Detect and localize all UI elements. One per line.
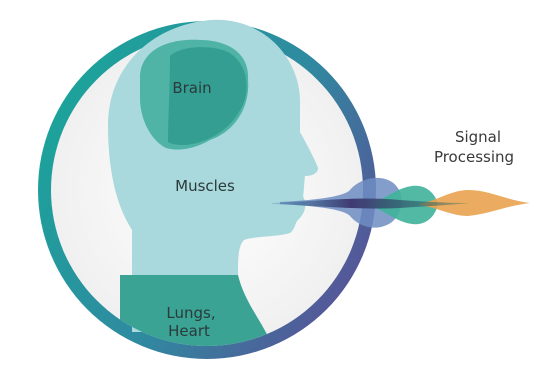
signal-label-line1: Signal (455, 128, 501, 146)
signal-label-line2: Processing (434, 148, 514, 166)
lungs-label-line1: Lungs, (166, 304, 215, 322)
muscles-label: Muscles (175, 177, 235, 195)
brain-label: Brain (172, 79, 211, 97)
lungs-label-line2: Heart (168, 322, 210, 340)
